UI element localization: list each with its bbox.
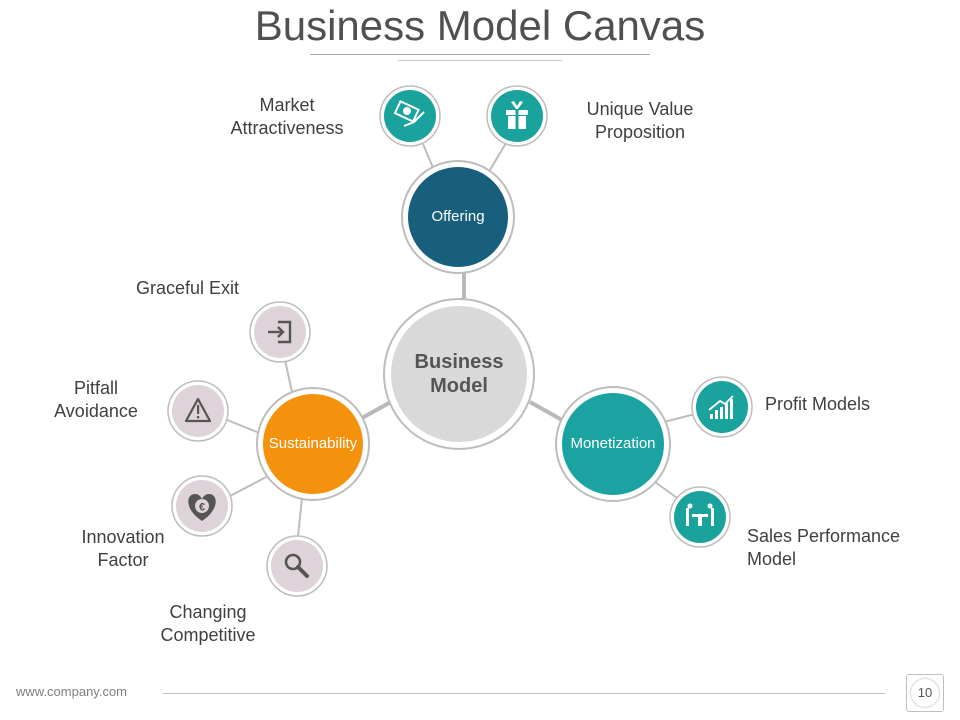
magnifier-icon: [266, 535, 328, 597]
profit-models-label: Profit Models: [765, 394, 871, 414]
hub-connectors: [361, 270, 563, 422]
connector-offering-value: [489, 142, 507, 171]
page-number: 10: [911, 679, 939, 707]
monetization-hub: [555, 386, 671, 502]
market-attractiveness-label: Market Attractiveness: [230, 95, 344, 138]
footer-divider: [163, 693, 885, 694]
sustainability-label: Sustainability: [268, 435, 358, 452]
connector-sustain-competitive: [297, 497, 303, 537]
connector-monetization-sales: [654, 481, 681, 501]
connector-sustain-innovation: [229, 475, 269, 497]
money-hand-icon: [379, 85, 441, 147]
euro-heart-icon: €: [171, 475, 233, 537]
sustainability-hub: [256, 387, 370, 501]
title-underline-short: [398, 60, 562, 61]
meeting-table-icon: [669, 486, 731, 548]
core-node: [383, 298, 535, 450]
title-underline: [310, 54, 650, 55]
connector-sustain-exit: [284, 359, 293, 393]
connector-offering-market: [422, 143, 435, 171]
connector-monetization-profit: [663, 413, 696, 423]
gift-icon: [486, 85, 548, 147]
offering-label: Offering: [431, 208, 485, 225]
sales-performance-model-label: Sales Performance Model: [747, 526, 901, 569]
connector-core-sustainability: [361, 401, 390, 420]
bar-chart-growth-icon: [691, 376, 753, 438]
page-number-box: 10: [906, 674, 944, 712]
unique-value-proposition-label: Unique Value Proposition: [586, 99, 694, 142]
monetization-label: Monetization: [570, 435, 656, 452]
footer-url[interactable]: www.company.com: [16, 684, 128, 699]
exit-arrow-icon: [249, 301, 311, 363]
slide-title: Business Model Canvas: [254, 2, 706, 49]
connector-sustain-pitfall: [226, 419, 263, 435]
warning-triangle-icon: [167, 380, 229, 442]
core-label: Business Model: [414, 351, 504, 397]
changing-competitive-label: Changing Competitive: [160, 602, 256, 645]
satellite-connectors: [226, 142, 696, 537]
pitfall-avoidance-label: Pitfall Avoidance: [54, 378, 138, 421]
connector-core-monetization: [529, 400, 563, 422]
graceful-exit-label: Graceful Exit: [136, 278, 240, 298]
innovation-factor-label: Innovation Factor: [81, 527, 165, 570]
svg-text:€: €: [199, 502, 205, 514]
offering-hub: [401, 160, 515, 274]
